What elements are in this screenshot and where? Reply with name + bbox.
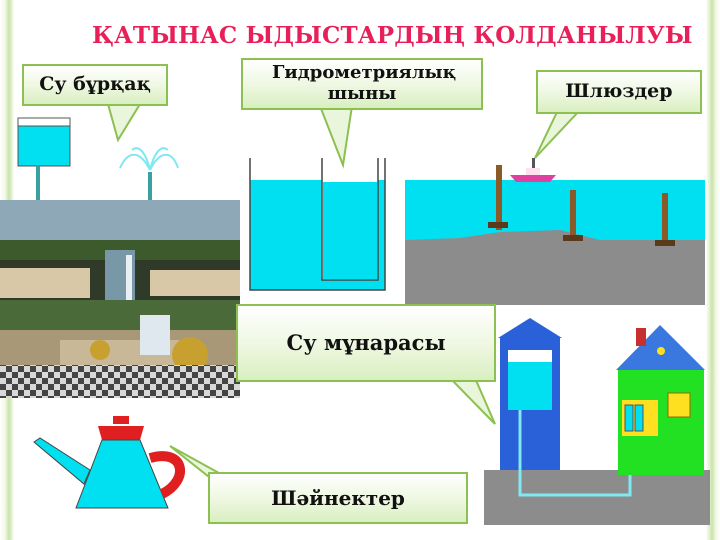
palace-fountain-photo [0, 200, 240, 398]
teapot-illustration [33, 416, 185, 509]
fountain-illustration [17, 117, 179, 212]
water-tower-label: Су мұнарасы [236, 304, 496, 382]
locks-label: Шлюздер [536, 70, 702, 114]
gauge-glass-label: Гидрометриялық шыны [241, 58, 483, 110]
fountain-label: Су бұрқақ [22, 64, 168, 106]
teapots-label: Шәйнектер [208, 472, 468, 524]
slide-title: ҚАТЫНАС ЫДЫСТАРДЫҢ ҚОЛДАНЫЛУЫ [92, 22, 693, 49]
water-tower-illustration [484, 318, 710, 525]
gauge-glass-illustration [249, 158, 386, 291]
locks-illustration [405, 158, 705, 305]
right-decor-stripe [706, 0, 720, 540]
